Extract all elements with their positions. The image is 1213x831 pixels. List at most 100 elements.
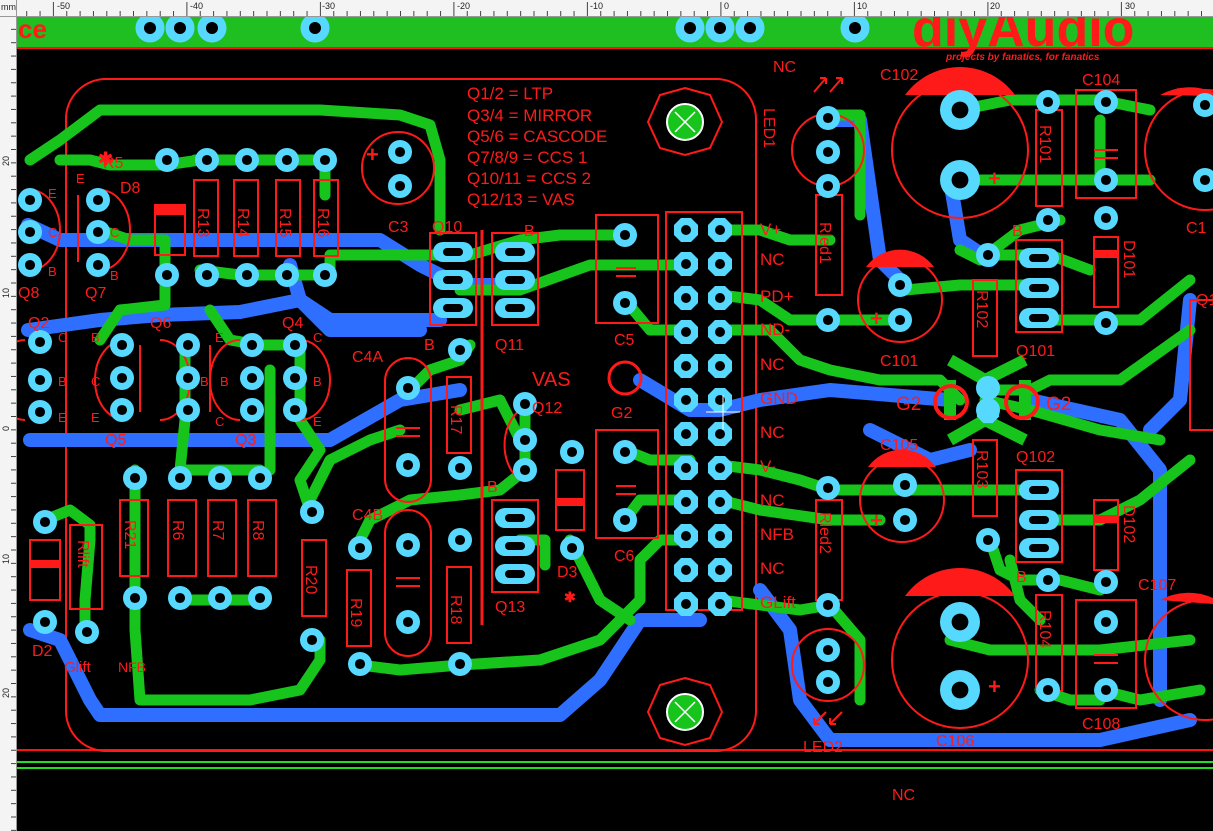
oval-pad-hole (1029, 544, 1049, 552)
ruler-top-label: -10 (590, 1, 604, 11)
designator: LED2 (803, 739, 843, 756)
horizontal-ruler[interactable]: -50 -40 -30 -20 -10 0 10 20 30 (0, 0, 1213, 17)
pin-label: C (58, 330, 67, 345)
pad-hole (822, 482, 834, 494)
connector-label: NC (760, 355, 785, 374)
vertical-ruler[interactable]: 20 10 0 10 20 (0, 16, 17, 831)
connector-label: ND- (760, 320, 790, 339)
designator: D102 (1120, 505, 1137, 543)
pad-hole (116, 404, 128, 416)
connector-label: GLift (760, 593, 796, 612)
pad-hole (39, 616, 51, 628)
connector-pad-hole (715, 361, 725, 371)
pin-label: B (58, 374, 67, 389)
pad-hole (214, 472, 226, 484)
pad-hole (1042, 214, 1054, 226)
designator: R6 (169, 520, 186, 541)
crosshair-cursor-icon (706, 395, 740, 430)
oval-pad-hole (505, 248, 525, 256)
pad-hole (982, 249, 994, 261)
connector-pad-hole (681, 293, 691, 303)
connector-label: NC (760, 423, 785, 442)
pad-hole (281, 269, 293, 281)
note-line: Q10/11 = CCS 2 (467, 169, 591, 188)
pcb-canvas[interactable]: diyAudio projects by fanatics, for fanat… (17, 17, 1213, 831)
ruler-left-label: 20 (1, 687, 11, 698)
pin-label: C (110, 225, 119, 240)
pad-hole (34, 374, 46, 386)
pad-hole (34, 336, 46, 348)
oval-pad-hole (505, 514, 525, 522)
oval-pad-hole (1029, 314, 1049, 322)
pad-hole (1199, 99, 1211, 111)
pin-label: B (48, 264, 57, 279)
pad-hole (951, 101, 969, 119)
pad-hole (519, 464, 531, 476)
designator: Q2 (28, 315, 49, 332)
designator: R15 (276, 208, 293, 237)
pad-hole (619, 514, 631, 526)
designator: R5 (103, 155, 124, 172)
connector-pad-hole (681, 395, 691, 405)
edge-pad-holes (144, 22, 861, 34)
pad-hole (289, 404, 301, 416)
oval-pad-hole (505, 570, 525, 578)
designator: G2 (896, 394, 921, 415)
gnd-pad[interactable] (976, 400, 1000, 424)
pad-hole (214, 592, 226, 604)
designator: Q102 (1016, 449, 1055, 466)
designator: R18 (447, 595, 464, 624)
pin-label: B (424, 337, 435, 354)
pad-hole (24, 226, 36, 238)
pin-label: B (313, 374, 322, 389)
oval-pad-hole (443, 248, 463, 256)
ruler-top-label: 30 (1125, 1, 1136, 11)
pad-hole (1100, 684, 1112, 696)
pad-hole (951, 171, 969, 189)
designator: C5 (614, 332, 635, 349)
brand-tagline: projects by fanatics, for fanatics (945, 52, 1100, 63)
pad-hole (1100, 96, 1112, 108)
connector-pad-hole (715, 531, 725, 541)
pad-hole (201, 154, 213, 166)
designator: R104 (1036, 610, 1053, 648)
pad-hole (402, 539, 414, 551)
pad-hole (822, 676, 834, 688)
connector-pad-hole (715, 429, 725, 439)
designator: D2 (32, 643, 53, 660)
connector-pad-hole (681, 565, 691, 575)
pin-label: E (91, 410, 100, 425)
designator: LED1 (760, 108, 777, 148)
designator: NFB (118, 659, 146, 675)
pad-hole (34, 406, 46, 418)
designator: C6 (614, 548, 635, 565)
pin-label: C (215, 414, 224, 429)
ruler-top-label: 20 (990, 1, 1001, 11)
notes-block: Q1/2 = LTP Q3/4 = MIRROR Q5/6 = CASCODE … (467, 84, 607, 209)
pad-hole (254, 592, 266, 604)
svg-text:✱: ✱ (98, 149, 113, 169)
designator: NC (773, 59, 796, 76)
pad-hole (92, 259, 104, 271)
designator: Q3 (235, 432, 256, 449)
pin-label: C (91, 374, 100, 389)
pad-hole (454, 344, 466, 356)
ruler-left-label: 20 (1, 155, 11, 166)
pad-hole (894, 279, 906, 291)
gnd-pad[interactable] (976, 376, 1000, 400)
note-line: Q5/6 = CASCODE (467, 127, 607, 146)
pad-hole (566, 446, 578, 458)
ruler-top-label: -20 (457, 1, 471, 11)
oval-pad-hole (443, 304, 463, 312)
pad-hole (116, 372, 128, 384)
pin-label: B (1016, 569, 1027, 586)
designator: C4B (352, 507, 383, 524)
pin-label: E (48, 186, 57, 201)
designator: C1 (1186, 220, 1207, 237)
pad-hole (951, 681, 969, 699)
designator: Rlift (74, 540, 91, 568)
pin-label: B (1012, 223, 1023, 240)
ruler-left-label: 10 (1, 553, 11, 564)
connector-pad-hole (715, 327, 725, 337)
designator: NC (892, 787, 915, 804)
